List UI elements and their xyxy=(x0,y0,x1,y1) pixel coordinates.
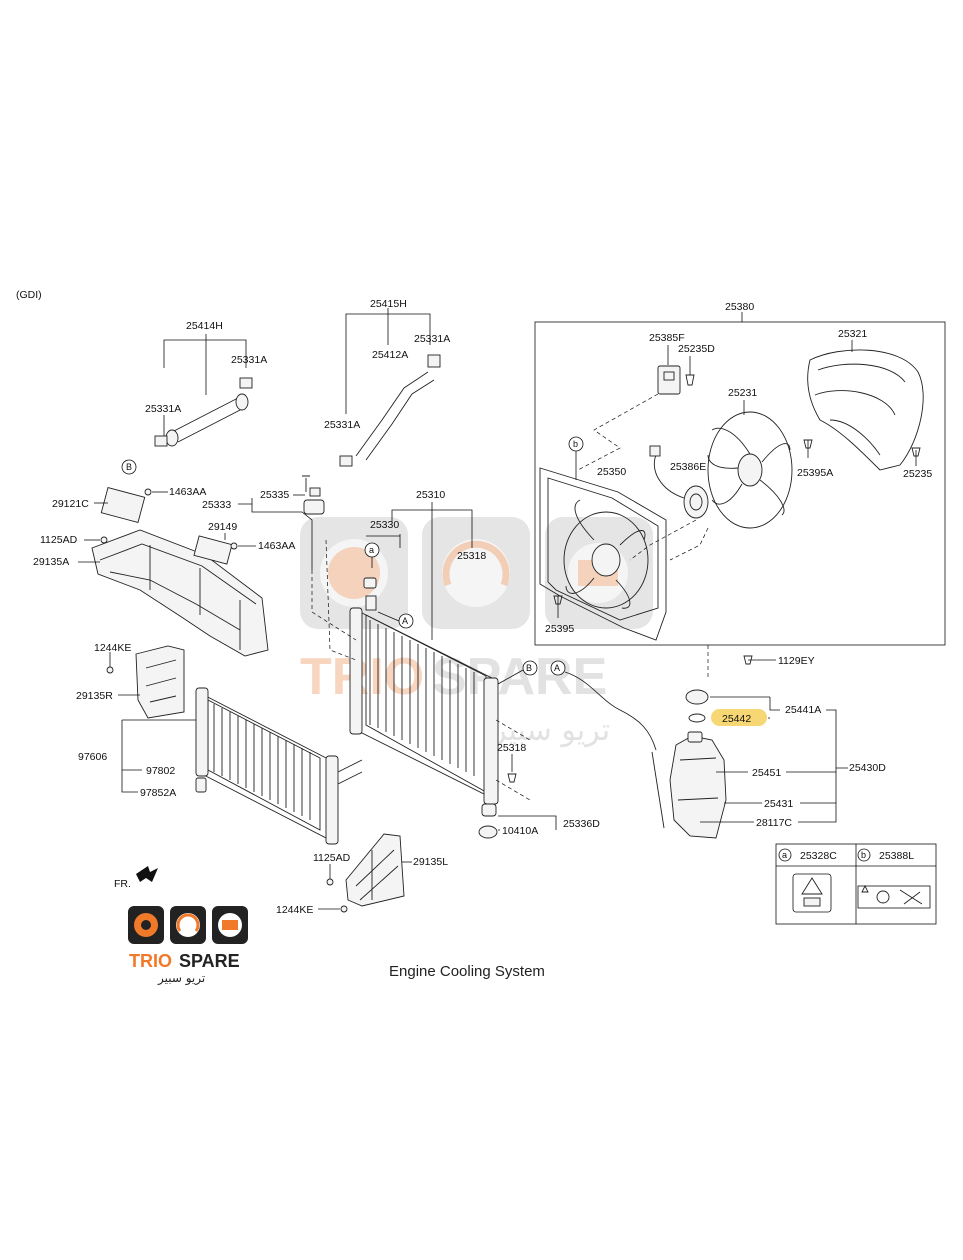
air-guard-29135A[interactable] xyxy=(78,486,269,657)
label-25235: 25235 xyxy=(903,468,932,480)
label-1244KE: 1244KE xyxy=(94,642,131,654)
fan-motor-25386E[interactable] xyxy=(629,445,709,561)
fan-frame-25350[interactable]: b xyxy=(539,436,667,641)
highlight-badge xyxy=(711,709,767,726)
label-25318: 25318 xyxy=(457,550,486,562)
svg-text:A: A xyxy=(554,663,560,673)
label-25318: 25318 xyxy=(497,742,526,754)
svg-text:تريو سبير: تريو سبير xyxy=(490,713,610,748)
svg-text:A: A xyxy=(402,616,408,626)
label-25331A: 25331A xyxy=(145,403,181,415)
warning-label-icon xyxy=(857,884,931,909)
watermark-text: TRIO SPARE تريو سبير xyxy=(300,648,610,748)
label-1129EY: 1129EY xyxy=(778,655,815,667)
label-25388L: 25388L xyxy=(879,850,914,862)
fan-assembly-box[interactable] xyxy=(534,312,946,646)
caution-label-icon xyxy=(792,873,832,913)
label-25331A: 25331A xyxy=(414,333,450,345)
label-1463AA: 1463AA xyxy=(169,486,206,498)
svg-text:B: B xyxy=(126,462,132,472)
label-25414H: 25414H xyxy=(186,320,223,332)
brand-name-trio: TRIO xyxy=(129,951,172,971)
label-25441A: 25441A xyxy=(785,704,821,716)
svg-text:a: a xyxy=(369,545,374,555)
brand-arabic: تريو سبير xyxy=(157,971,205,986)
highlight-25442[interactable]: 25442 xyxy=(711,709,767,726)
label-25321: 25321 xyxy=(838,328,867,340)
label-29121C: 29121C xyxy=(52,498,89,510)
label-25415H: 25415H xyxy=(370,298,407,310)
ref-B-circle: B xyxy=(121,459,137,475)
label-25451: 25451 xyxy=(752,767,781,779)
label-25430D: 25430D xyxy=(849,762,886,774)
brand-logo xyxy=(128,906,248,944)
svg-text:B: B xyxy=(526,663,532,673)
label-25330: 25330 xyxy=(370,519,399,531)
front-arrow-icon xyxy=(136,866,158,882)
fan-blade-25231[interactable] xyxy=(707,400,813,529)
label-97802: 97802 xyxy=(146,765,175,777)
label-25335: 25335 xyxy=(260,489,289,501)
mount-25318[interactable] xyxy=(478,754,557,839)
label-25442: 25442 xyxy=(722,713,751,725)
label-29135A: 29135A xyxy=(33,556,69,568)
label-25380: 25380 xyxy=(725,301,754,313)
label-29135L: 29135L xyxy=(413,856,448,868)
svg-text:SPARE: SPARE xyxy=(432,648,607,706)
label-1244KE: 1244KE xyxy=(276,904,313,916)
label-97606: 97606 xyxy=(78,751,107,763)
label-29149: 29149 xyxy=(208,521,237,533)
svg-text:a: a xyxy=(782,850,787,860)
variant-label: (GDI) xyxy=(16,289,42,301)
label-1125AD: 1125AD xyxy=(313,852,351,864)
lower-hose-25415H[interactable] xyxy=(339,308,441,467)
front-label: FR. xyxy=(114,878,131,890)
label-1125AD: 1125AD xyxy=(40,534,78,546)
condenser-97606[interactable] xyxy=(121,687,363,845)
fan-resistor-25385F[interactable] xyxy=(577,345,695,471)
legend-table: a b xyxy=(775,843,937,925)
label-25333: 25333 xyxy=(202,499,231,511)
svg-text:b: b xyxy=(573,439,578,449)
svg-text:b: b xyxy=(861,850,866,860)
diagram-caption: Engine Cooling System xyxy=(389,963,545,980)
label-25350: 25350 xyxy=(597,466,626,478)
label-25235D: 25235D xyxy=(678,343,715,355)
label-28117C: 28117C xyxy=(756,817,792,829)
brand-name-spare: SPARE xyxy=(179,951,240,971)
fan-shroud-25321[interactable] xyxy=(807,340,924,471)
label-25231: 25231 xyxy=(728,387,757,399)
label-25331A: 25331A xyxy=(231,354,267,366)
upper-hose-25414H[interactable] xyxy=(154,334,253,447)
label-25386E: 25386E xyxy=(670,461,706,473)
air-guard-29135L[interactable] xyxy=(318,833,412,913)
label-25412A: 25412A xyxy=(372,349,408,361)
label-25395A: 25395A xyxy=(797,467,833,479)
label-25328C: 25328C xyxy=(800,850,837,862)
label-10410A: 10410A xyxy=(502,825,538,837)
label-25331A: 25331A xyxy=(324,419,360,431)
label-1463AA: 1463AA xyxy=(258,540,295,552)
reservoir-tank-25430D[interactable]: A xyxy=(550,645,848,839)
label-25395: 25395 xyxy=(545,623,574,635)
radiator-25310[interactable]: a A B xyxy=(311,502,538,805)
label-29135R: 29135R xyxy=(76,690,113,702)
label-25385F: 25385F xyxy=(649,332,685,344)
bracket-25333[interactable] xyxy=(238,475,325,570)
label-97852A: 97852A xyxy=(140,787,176,799)
label-25310: 25310 xyxy=(416,489,445,501)
air-guard-29135R[interactable] xyxy=(106,645,185,719)
label-25336D: 25336D xyxy=(563,818,600,830)
label-25431: 25431 xyxy=(764,798,793,810)
